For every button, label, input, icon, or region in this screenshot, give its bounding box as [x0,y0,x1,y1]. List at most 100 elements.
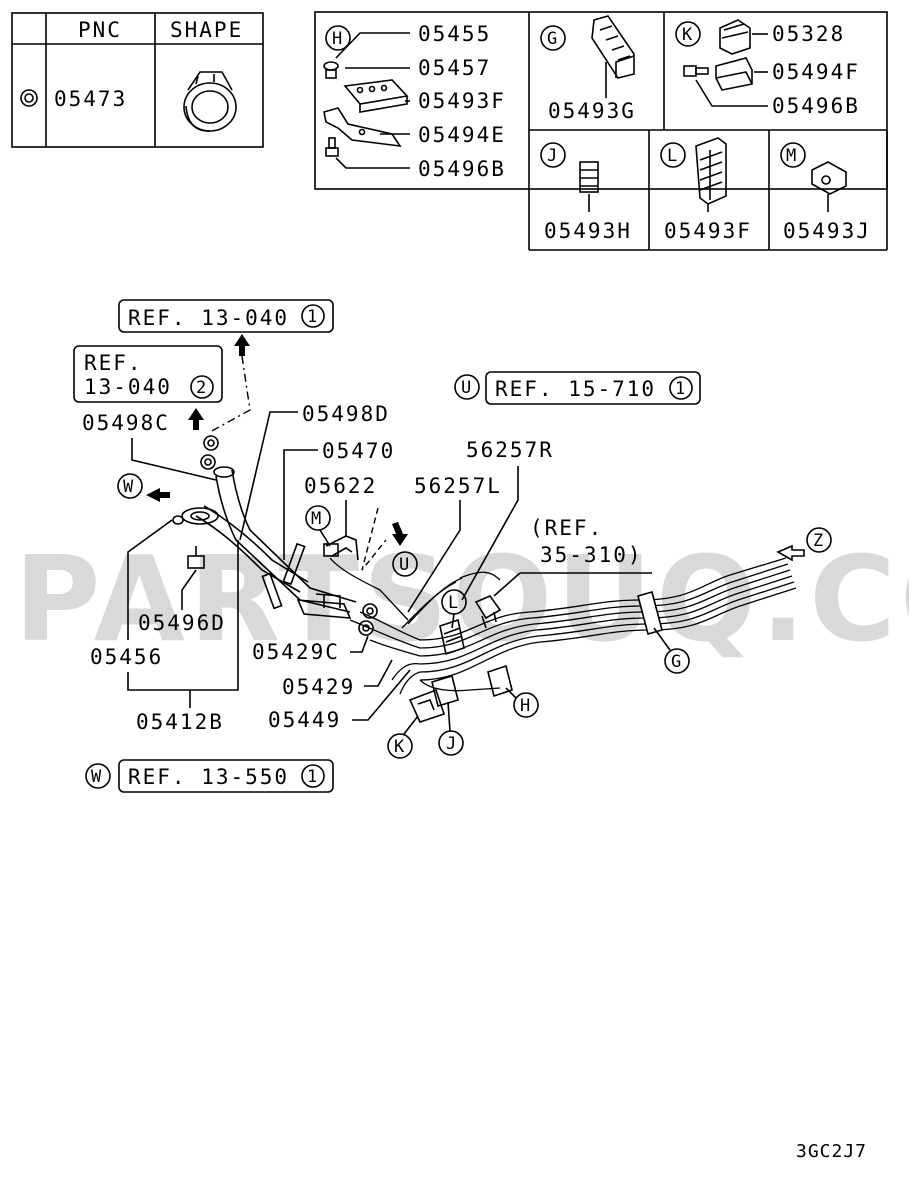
callout-w: W [117,473,143,499]
arrow-up-icon [234,334,250,356]
filler-flange-icon [181,507,219,525]
svg-text:1: 1 [307,767,317,787]
kit-h-part-1: 05455 [418,22,491,46]
drawing-code: 3GC2J7 [796,1141,867,1162]
clip-l-on-bundle [439,618,465,656]
kit-g-letter: G [547,29,557,49]
svg-text:M: M [311,509,321,529]
ref-box-15-710: U REF. 15-710 1 [454,371,701,405]
svg-text:REF. 15-710: REF. 15-710 [495,377,656,401]
bracket-k-icon [715,57,753,91]
svg-text:L: L [448,593,458,613]
pipe-05622 [323,535,409,621]
clip-g-on-bundle [637,591,663,635]
kit-k-letter: K [682,25,693,45]
label-05498C: 05498C [82,411,170,435]
clip-h-on-bundle [487,664,513,698]
ref-35-310: (REF. 35-310) [493,516,652,597]
legend-table: PNC SHAPE 05473 [11,12,264,148]
grommet-icon [323,61,339,79]
kit-h-part-5: 05496B [418,157,506,181]
bolt-05496d-icon [187,546,205,569]
kit-g: G 05493G [540,15,636,123]
legend-header-pnc: PNC [78,18,122,42]
kit-m: M 05493J [780,142,871,243]
label-05429: 05429 [282,675,355,699]
kit-k-part-2: 05494F [772,60,860,84]
label-05496D: 05496D [138,611,226,635]
label-05622: 05622 [304,474,377,498]
clip-j-on-bundle [431,674,459,708]
arrow-left-icon [146,488,170,502]
arrow-up-icon [188,408,204,430]
kit-grid [314,11,888,251]
kit-k-part-1: 05328 [772,22,845,46]
kit-h: H 05455 05457 05493F 05494E 05496B [323,22,506,181]
svg-text:G: G [671,652,681,672]
callout-j: J [438,701,464,756]
label-56257L: 56257L [414,474,502,498]
clip-l-icon [695,137,727,205]
svg-text:1: 1 [675,379,685,399]
legend-double-circle-icon [20,89,38,107]
svg-text:2: 2 [196,378,206,398]
hose-clamp-icon [183,71,237,132]
clip-g-icon [591,15,635,79]
kit-k: K 05328 05494F 05496B [675,19,860,118]
bolt-k-icon [683,65,709,77]
kit-k-part-3: 05496B [772,94,860,118]
svg-text:REF. 13-550: REF. 13-550 [128,765,289,789]
svg-text:K: K [394,737,405,757]
clip-m-icon [811,161,847,195]
callout-z: Z [806,527,832,553]
brake-fuel-pipe-bundle [349,557,797,695]
kit-l-letter: L [667,146,677,166]
clip-k-icon [719,19,751,55]
ref-box-13-040-2: REF. 13-040 2 [73,345,223,403]
arrow-left-outline-icon [776,544,805,562]
kit-j-part-1: 05493H [544,219,632,243]
kit-m-part-1: 05493J [783,219,871,243]
kit-m-letter: M [786,146,796,166]
svg-text:U: U [461,378,471,398]
clip-j-icon [579,161,599,193]
kit-j-letter: J [547,146,557,166]
svg-text:1: 1 [307,307,317,327]
kit-l: L 05493F [660,137,752,243]
label-05412B: 05412B [136,710,224,734]
svg-text:H: H [520,696,530,716]
clip-k-on-bundle [408,688,446,723]
svg-text:13-040: 13-040 [84,375,172,399]
svg-text:35-310): 35-310) [540,543,643,567]
callout-k: K [387,715,419,759]
bracket-icon [323,107,402,148]
kit-h-part-4: 05494E [418,123,506,147]
callout-l: L [441,589,467,629]
small-gasket-icon [172,515,184,525]
label-05429C: 05429C [252,640,340,664]
svg-text:REF. 13-040: REF. 13-040 [128,306,289,330]
kit-g-part-1: 05493G [548,99,636,123]
kit-h-part-3: 05493F [418,89,506,113]
label-05449: 05449 [268,708,341,732]
label-05470: 05470 [322,439,395,463]
svg-text:W: W [91,767,102,787]
svg-text:U: U [399,555,409,575]
kit-l-part-1: 05493F [664,219,752,243]
svg-text:J: J [446,734,456,754]
label-05456: 05456 [90,645,163,669]
svg-text:W: W [123,477,134,497]
ref-box-13-550: W REF. 13-550 1 [85,759,334,793]
bolt-icon [325,137,339,157]
ref-box-13-040-1: REF. 13-040 1 [118,299,334,333]
clip-block-icon [343,79,409,113]
arrow-down-icon [392,522,408,546]
svg-text:(REF.: (REF. [530,516,603,540]
svg-text:REF.: REF. [84,351,143,375]
kit-h-letter: H [332,29,342,49]
legend-header-shape: SHAPE [170,18,243,42]
label-56257R: 56257R [466,438,554,462]
kit-h-part-2: 05457 [418,56,491,80]
grommet-05473-icon [200,435,378,636]
callout-g: G [653,627,690,674]
